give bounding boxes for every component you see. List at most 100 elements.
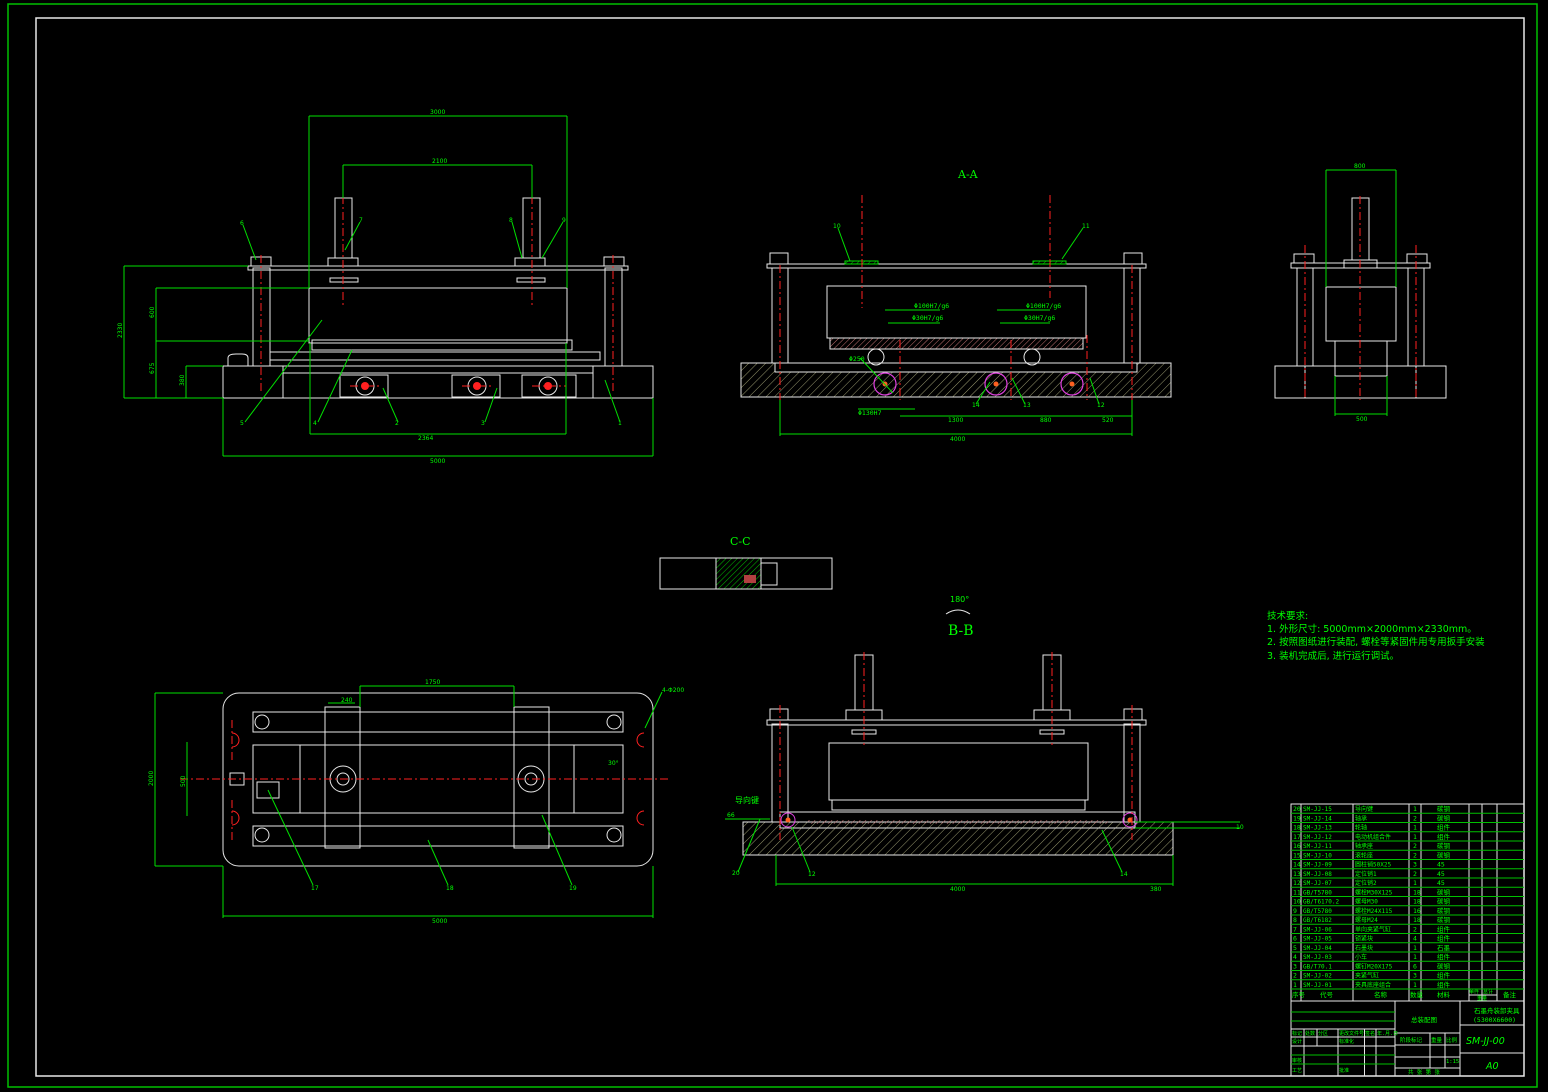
front-view: 3000 2100 2330 600 675 380 2364 5000 6 7… bbox=[117, 109, 654, 465]
balloon: 10 bbox=[833, 223, 841, 230]
cell-qty: 1 bbox=[1413, 944, 1417, 952]
balloon: 19 bbox=[569, 885, 577, 892]
dim-500: 500 bbox=[180, 775, 187, 787]
cell-code: SM-JJ-12 bbox=[1303, 834, 1332, 841]
balloon: 6 bbox=[240, 220, 244, 227]
cell-material: 石墨 bbox=[1437, 944, 1451, 952]
cell-name: 螺栓M24X115 bbox=[1355, 907, 1393, 915]
section-a-a-title: A-A bbox=[957, 168, 979, 181]
cell-seq: 14 bbox=[1293, 861, 1301, 869]
cell-qty: 18 bbox=[1413, 888, 1421, 896]
cell-qty: 16 bbox=[1413, 907, 1421, 915]
cell-seq: 10 bbox=[1293, 898, 1301, 906]
cell-code: GB/T5780 bbox=[1303, 908, 1332, 915]
fit-label: Φ100H7/g6 bbox=[1026, 302, 1061, 310]
label-change-doc: 更改文件号 bbox=[1339, 1030, 1364, 1037]
cell-qty: 1 bbox=[1413, 824, 1417, 832]
cell-material: 碳钢 bbox=[1437, 813, 1451, 822]
cell-material: 组件 bbox=[1437, 924, 1451, 933]
cell-name: 小车 bbox=[1355, 953, 1367, 961]
cell-material: 碳钢 bbox=[1437, 887, 1451, 896]
cell-name: 滚轮座 bbox=[1355, 851, 1373, 859]
cell-qty: 2 bbox=[1413, 842, 1417, 850]
cell-seq: 11 bbox=[1293, 888, 1301, 896]
scale-value: 1:15 bbox=[1446, 1059, 1459, 1065]
cell-material: 45 bbox=[1437, 870, 1445, 878]
label-approve: 批准 bbox=[1339, 1067, 1349, 1074]
balloon: 7 bbox=[359, 217, 363, 224]
side-view: 800 500 bbox=[1274, 163, 1447, 423]
cell-name: 电动机组合件 bbox=[1355, 833, 1391, 841]
cell-seq: 9 bbox=[1293, 907, 1297, 915]
cell-qty: 18 bbox=[1413, 898, 1421, 906]
cell-qty: 1 bbox=[1413, 833, 1417, 841]
cell-name: 轴承 bbox=[1355, 814, 1367, 822]
cell-qty: 1 bbox=[1413, 953, 1417, 961]
cell-seq: 17 bbox=[1293, 833, 1301, 841]
cell-code: SM-JJ-14 bbox=[1303, 815, 1332, 822]
cell-name: 螺钉M20X175 bbox=[1355, 962, 1393, 970]
balloon: 3 bbox=[481, 420, 485, 427]
label-ratio: 比例 bbox=[1446, 1036, 1458, 1044]
inner-frame bbox=[35, 17, 1525, 1077]
cell-qty: 4 bbox=[1413, 935, 1417, 943]
section-b-b: 180° B-B 4000 380 66 10 导向键 20 12 14 bbox=[725, 595, 1244, 893]
header-total: 总计 bbox=[1483, 989, 1493, 996]
cell-code: SM-JJ-02 bbox=[1303, 973, 1332, 980]
cell-seq: 18 bbox=[1293, 824, 1301, 832]
label-zone: 分区 bbox=[1318, 1030, 1328, 1037]
label-count: 处数 bbox=[1305, 1030, 1315, 1037]
cell-name: 定位销1 bbox=[1355, 870, 1377, 878]
balloon: 12 bbox=[808, 871, 816, 878]
tech-title: 技术要求: bbox=[1267, 610, 1308, 622]
cell-seq: 6 bbox=[1293, 935, 1297, 943]
cell-seq: 20 bbox=[1293, 805, 1301, 813]
balloon: 12 bbox=[1097, 402, 1105, 409]
balloon: 9 bbox=[562, 217, 566, 224]
dim-holes: 4-Φ200 bbox=[662, 687, 684, 694]
section-a-a: A-A Φ100H7/g6 Φ30H7/g6 Φ100H7/g6 Φ30H7/g… bbox=[740, 168, 1172, 443]
dim-800: 800 bbox=[1354, 163, 1366, 170]
cell-code: SM-JJ-01 bbox=[1303, 982, 1332, 989]
cell-material: 45 bbox=[1437, 879, 1445, 887]
rotation-arrow-icon bbox=[945, 609, 971, 615]
label-process: 工艺 bbox=[1292, 1068, 1302, 1074]
section-c-c: C-C bbox=[659, 535, 833, 590]
fit-label: Φ30H7/g6 bbox=[912, 314, 943, 322]
cell-name: 螺母M24 bbox=[1355, 916, 1378, 924]
tech-item: 1. 外形尺寸: 5000mm×2000mm×2330mm。 bbox=[1267, 623, 1477, 635]
dim-880: 880 bbox=[1040, 417, 1052, 424]
cell-name: 单向夹紧气缸 bbox=[1355, 925, 1391, 933]
product-name: 石墨舟装卸夹具 bbox=[1474, 1006, 1520, 1015]
label-sign: 签名 bbox=[1365, 1030, 1375, 1037]
label-standardize: 标准化 bbox=[1339, 1038, 1354, 1045]
technical-requirements: 技术要求: 1. 外形尺寸: 5000mm×2000mm×2330mm。 2. … bbox=[1267, 610, 1485, 662]
cell-material: 碳钢 bbox=[1437, 850, 1451, 859]
dim-520: 520 bbox=[1102, 417, 1114, 424]
balloon: 8 bbox=[509, 217, 513, 224]
dim-4000: 4000 bbox=[950, 436, 965, 443]
cell-material: 组件 bbox=[1437, 934, 1451, 943]
dim-2100: 2100 bbox=[432, 158, 447, 165]
cell-name: 轴承座 bbox=[1355, 842, 1373, 850]
cell-name: 夹紧气缸 bbox=[1355, 972, 1379, 980]
cell-code: GB/T5780 bbox=[1303, 889, 1332, 896]
cell-code: SM-JJ-09 bbox=[1303, 862, 1332, 869]
cell-qty: 1 bbox=[1413, 805, 1417, 813]
cell-code: SM-JJ-10 bbox=[1303, 852, 1332, 859]
label-stage-mark: 阶段标记 bbox=[1400, 1036, 1423, 1044]
cell-qty: 3 bbox=[1413, 861, 1417, 869]
product-spec: (5300X6600) bbox=[1473, 1016, 1516, 1024]
cell-code: GB/T6182 bbox=[1303, 917, 1332, 924]
cell-code: SM-JJ-15 bbox=[1303, 806, 1332, 813]
tech-item: 2. 按照图纸进行装配, 螺栓等紧固件用专用扳手安装 bbox=[1267, 636, 1485, 648]
header-name: 名称 bbox=[1374, 990, 1388, 999]
